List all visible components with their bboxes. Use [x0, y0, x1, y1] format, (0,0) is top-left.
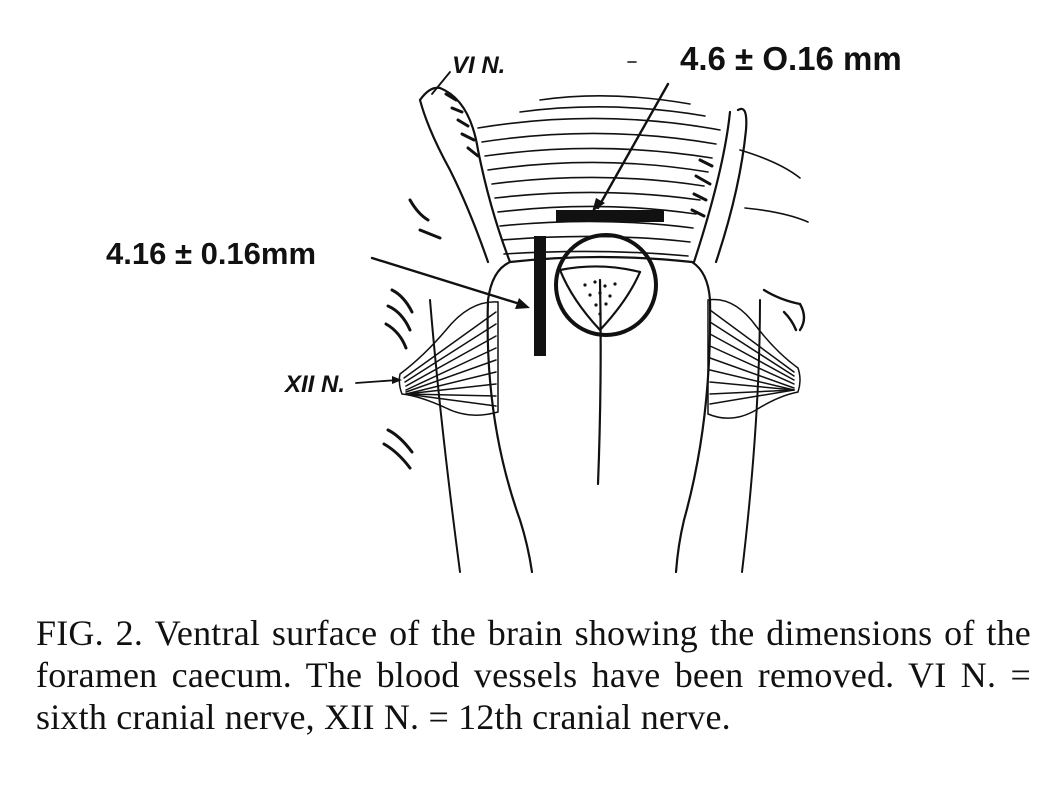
right-vi-nerve	[690, 107, 748, 264]
right-xii-nerve	[707, 298, 801, 419]
caption-text: Ventral surface of the brain showing the…	[36, 613, 1031, 737]
brainstem-drawing	[355, 61, 809, 574]
leader-horizontal	[596, 82, 670, 210]
horizontal-dimension-label: 4.6 ± O.16 mm	[680, 40, 902, 77]
twelfth-nerve-label: XII N.	[285, 371, 346, 398]
caption-figure-number: FIG. 2.	[36, 613, 144, 653]
leader-vi	[431, 71, 451, 95]
figure-caption: FIG. 2. Ventral surface of the brain sho…	[36, 612, 1031, 738]
horizontal-dimension-bar	[556, 210, 664, 222]
foramen-caecum-circle	[554, 233, 658, 337]
stipple	[583, 280, 617, 316]
left-vi-nerve	[418, 86, 512, 264]
left-xii-nerve	[398, 301, 499, 416]
left-outer-tissue	[382, 198, 442, 470]
leader-xii	[355, 379, 399, 384]
vertical-dimension-bar	[534, 236, 546, 356]
sixth-nerve-label: VI N.	[452, 52, 506, 79]
vertical-dimension-label: 4.16 ± 0.16mm	[106, 236, 317, 271]
pons-striations	[477, 95, 809, 257]
brain-illustration: VI N. XII N. 4.6 ± O.16 mm 4.16 ± 0.16mm	[106, 40, 902, 574]
leader-vertical	[370, 256, 522, 306]
